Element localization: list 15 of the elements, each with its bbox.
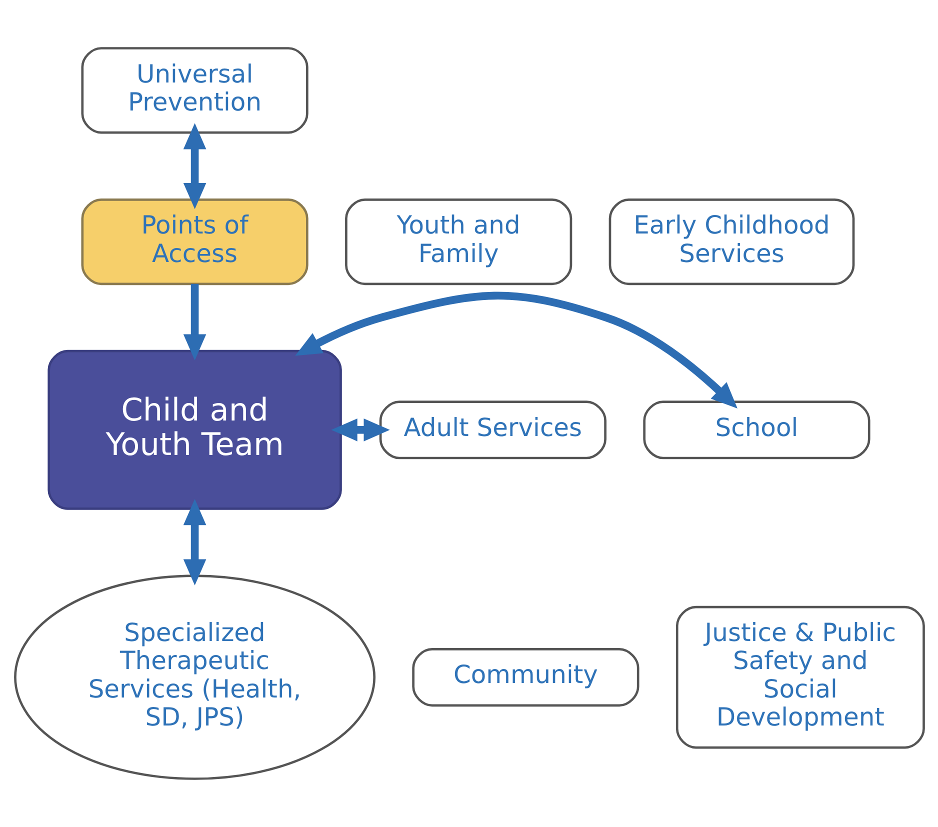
node-box: Adult Services <box>378 400 606 460</box>
node-box: Community <box>412 648 639 707</box>
arrow <box>330 418 390 442</box>
node-box: School <box>642 400 870 460</box>
node-box: Early Childhood Services <box>608 198 854 286</box>
node-box: Youth and Family <box>344 198 572 286</box>
node-box: Child and Youth Team <box>47 350 342 510</box>
node-box: Points of Access <box>80 198 308 286</box>
arrow <box>182 499 206 586</box>
node-box: Universal Prevention <box>80 47 308 134</box>
arrow <box>182 123 206 210</box>
node-ellipse: Specialized Therapeutic Services (Health, SD, JPS) <box>14 574 376 780</box>
arrow <box>294 292 737 409</box>
arrow <box>182 284 206 360</box>
node-box: Justice & Public Safety and Social Development <box>675 606 924 749</box>
